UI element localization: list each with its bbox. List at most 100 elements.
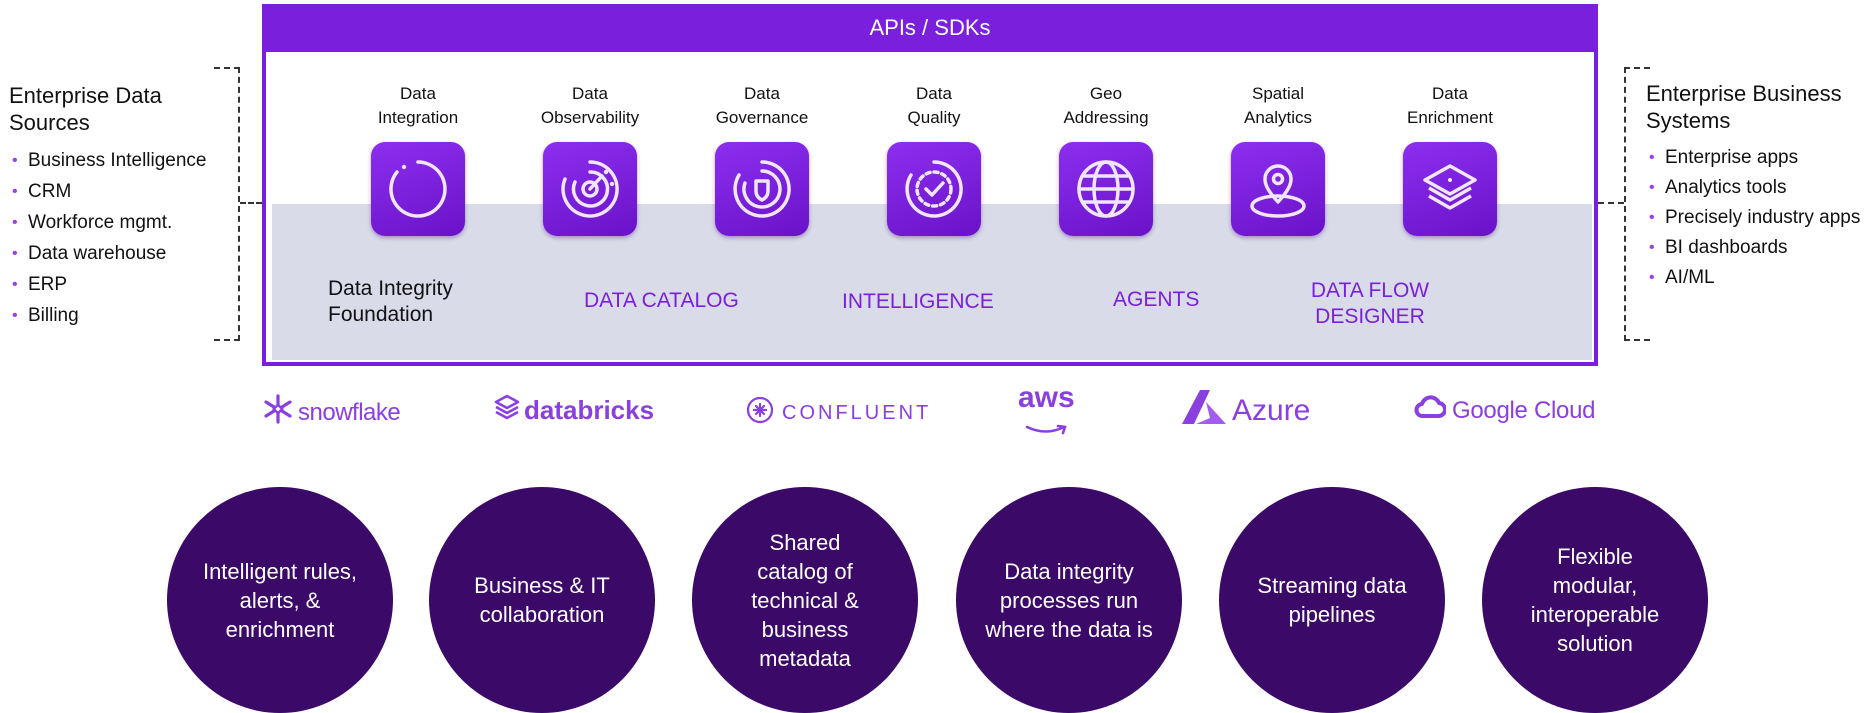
confluent-icon [746,396,774,431]
module-label-line2: Quality [907,108,961,127]
right-panel-title: Enterprise Business Systems [1646,80,1868,134]
module-label-line1: Data [916,84,952,103]
left-connector [240,202,262,204]
left-panel-title-line1: Enterprise Data [9,83,162,108]
enterprise-data-sources-panel: Enterprise Data Sources Business Intelli… [9,82,239,331]
right-panel-list: Enterprise apps Analytics tools Precisel… [1646,144,1868,291]
list-item: Data warehouse [9,238,239,269]
snowflake-wordmark: snowflake [298,398,401,426]
benefit-circle: Shared catalog of technical & business m… [692,487,918,713]
module-label-line1: Spatial [1252,84,1304,103]
azure-icon [1180,388,1228,433]
data-flow-designer-line1: DATA FLOW [1310,279,1430,302]
right-panel-title-line1: Enterprise Business [1646,81,1842,106]
databricks-icon [494,393,520,428]
agents-label: AGENTS [1113,288,1200,311]
azure-logo: Azure [1180,388,1310,433]
databricks-wordmark: databricks [524,395,655,425]
snowflake-icon [262,393,294,432]
module-label-line2: Enrichment [1407,108,1493,127]
benefit-text: Flexible modular, interoperable solution [1530,544,1660,656]
left-panel-title: Enterprise Data Sources [9,82,239,136]
module-label-line2: Observability [540,108,640,127]
snowflake-logo: snowflake [262,393,401,432]
api-sdk-bar: APIs / SDKs [262,4,1598,52]
radar-icon [543,142,637,236]
google-cloud-logo: Google Cloud [1414,394,1595,427]
aws-smile-icon [1024,412,1068,443]
module-label-line2: Governance [715,108,809,127]
benefit-circle: Data integrity processes run where the d… [956,487,1182,713]
confluent-wordmark: CONFLUENT [782,402,932,424]
benefit-text: Shared catalog of technical & business m… [751,529,859,671]
benefit-circle: Streaming data pipelines [1219,487,1445,713]
module-label-line2: Addressing [1063,108,1149,127]
module-label-line2: Integration [377,108,459,127]
right-connector [1598,202,1624,204]
shield-target-icon [715,142,809,236]
data-flow-designer-label: DATA FLOW DESIGNER [1300,278,1440,330]
right-panel-title-line2: Systems [1646,108,1731,133]
aws-wordmark: aws [1018,381,1075,414]
api-sdk-label: APIs / SDKs [869,15,991,40]
foundation-label-line1: Data Integrity [328,277,453,300]
azure-wordmark: Azure [1232,393,1311,427]
list-item: BI dashboards [1646,234,1868,261]
list-item: Enterprise apps [1646,144,1868,171]
confluent-logo: CONFLUENT [746,396,931,431]
databricks-logo: databricks [494,393,654,428]
check-badge-icon [887,142,981,236]
list-item: CRM [9,176,239,207]
globe-icon [1059,142,1153,236]
google-cloud-wordmark: Google Cloud [1452,396,1596,424]
aws-logo: aws [1018,381,1075,443]
left-bracket [214,67,240,341]
benefit-text: Intelligent rules, alerts, & enrichment [202,558,358,642]
left-panel-title-line2: Sources [9,110,90,135]
module-label-line1: Data [744,84,780,103]
location-pin-icon [1231,142,1325,236]
benefit-text: Streaming data pipelines [1257,573,1407,627]
list-item: Business Intelligence [9,145,239,176]
foundation-label-line2: Foundation [328,303,434,326]
list-item: Precisely industry apps [1646,204,1868,231]
benefit-text: Data integrity processes run where the d… [985,558,1153,642]
module-label-line2: Analytics [1243,108,1313,127]
benefit-circle: Intelligent rules, alerts, & enrichment [167,487,393,713]
module-label-line1: Geo [1089,84,1123,103]
data-catalog-label: DATA CATALOG [584,289,739,312]
module-label-line1: Data [1432,84,1468,103]
list-item: ERP [9,269,239,300]
module-label-line1: Data [572,84,608,103]
right-bracket [1624,67,1650,341]
intelligence-label: INTELLIGENCE [842,290,994,313]
module-label-line1: Data [400,84,436,103]
layers-icon [1403,142,1497,236]
benefit-text: Business & IT collaboration [474,573,610,627]
enterprise-business-systems-panel: Enterprise Business Systems Enterprise a… [1646,80,1868,294]
benefit-circle: Business & IT collaboration [429,487,655,713]
circle-ring-icon [371,142,465,236]
data-flow-designer-line2: DESIGNER [1315,305,1425,328]
list-item: Billing [9,300,239,331]
list-item: Workforce mgmt. [9,207,239,238]
list-item: AI/ML [1646,264,1868,291]
left-panel-list: Business Intelligence CRM Workforce mgmt… [9,145,239,331]
foundation-label: Data Integrity Foundation [328,276,453,328]
benefit-circle: Flexible modular, interoperable solution [1482,487,1708,713]
cloud-icon [1414,394,1447,427]
